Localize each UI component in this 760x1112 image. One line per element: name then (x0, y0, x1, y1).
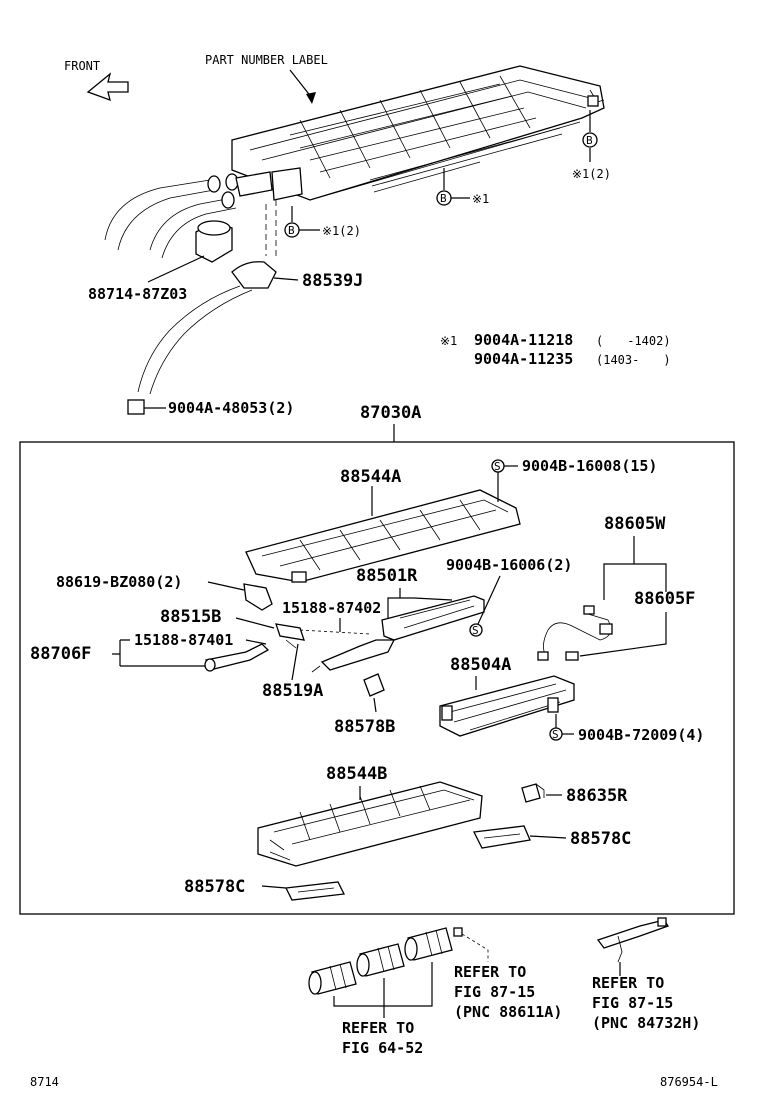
leader-88539j (273, 277, 299, 281)
hose-88706f (204, 643, 270, 672)
label-88519a: 88519A (262, 681, 323, 701)
svg-text:S: S (552, 728, 559, 741)
svg-text:S: S (494, 460, 501, 473)
refer-bottom-line2: FIG 64-52 (342, 1039, 423, 1057)
note-x1-2-right: ※1(2) (572, 167, 611, 181)
label-9004b-16008: 9004B-16008(15) (522, 457, 657, 475)
b-marker-left: B (284, 206, 320, 238)
refer-left-line3: (PNC 88611A) (454, 1003, 562, 1021)
pad-88578c-left (285, 881, 345, 901)
label-88605f: 88605F (634, 589, 695, 609)
label-88605w: 88605W (604, 514, 666, 534)
note-ref-mark: ※1 (440, 334, 457, 348)
connector-88515b (275, 623, 305, 649)
drain-hose-88539j (127, 200, 277, 415)
leader-88501r-b (413, 597, 453, 601)
refer-right-line1: REFER TO (592, 974, 664, 992)
clip-88635r (521, 783, 545, 803)
label-88578c-left: 88578C (184, 877, 245, 897)
note-x1-middle: ※1 (472, 192, 489, 206)
assembly-frame (19, 441, 735, 915)
upper-unit-housing (231, 65, 605, 201)
s-marker-16006: S (469, 575, 501, 637)
leader-15188-87401 (245, 639, 267, 645)
small-clip (453, 927, 489, 962)
svg-text:B: B (586, 134, 593, 147)
svg-text:S: S (472, 624, 479, 637)
note-line1-part: 9004A-11218 (474, 331, 573, 349)
leader-88714 (147, 255, 205, 283)
upper-hoses (104, 167, 303, 259)
leader-vent-knobs (333, 962, 433, 1018)
label-88714-87z03: 88714-87Z03 (88, 285, 187, 303)
leader-88619 (207, 581, 245, 591)
s-marker-72009: S (549, 714, 574, 741)
pad-88578c-right (473, 825, 531, 849)
refer-left-line1: REFER TO (454, 963, 526, 981)
label-9004b-16006: 9004B-16006(2) (446, 556, 572, 574)
leader-88605w (603, 536, 667, 600)
label-88619-bz080: 88619-BZ080(2) (56, 573, 182, 591)
note-line2-range: (1403- ) (596, 353, 671, 367)
label-88706f: 88706F (30, 644, 91, 664)
refer-right-line2: FIG 87-15 (592, 994, 673, 1012)
label-88515b: 88515B (160, 607, 221, 627)
refer-right-line3: (PNC 84732H) (592, 1014, 700, 1032)
label-88544b: 88544B (326, 764, 387, 784)
svg-text:B: B (288, 224, 295, 237)
part-number-label-text: PART NUMBER LABEL (205, 53, 328, 67)
label-15188-87401: 15188-87401 (134, 631, 233, 649)
label-88504a: 88504A (450, 655, 511, 675)
front-label: FRONT (64, 59, 100, 73)
leader-88501r (387, 588, 414, 626)
note-line2-part: 9004A-11235 (474, 350, 573, 368)
pad-88578b (363, 673, 385, 697)
svg-text:B: B (440, 192, 447, 205)
leader-88578b (373, 697, 377, 713)
b-marker-right: B (582, 110, 598, 162)
label-88539j: 88539J (302, 271, 363, 291)
label-88578b: 88578B (334, 717, 395, 737)
leader-88578c-left (261, 885, 287, 889)
refer-left-line2: FIG 87-15 (454, 983, 535, 1001)
label-88544a: 88544A (340, 467, 401, 487)
wire-harness (537, 605, 613, 661)
b-marker-middle: B (436, 168, 470, 206)
s-marker-16008: S (491, 459, 518, 502)
upper-case-88544a (245, 489, 521, 583)
footer-left-code: 8714 (30, 1075, 59, 1089)
leader-88605f (579, 612, 667, 657)
label-9004b-72009: 9004B-72009(4) (578, 726, 704, 744)
note-x1-2-left: ※1(2) (322, 224, 361, 238)
label-15188-87402: 15188-87402 (282, 599, 381, 617)
note-line1-range: ( -1402) (596, 334, 671, 348)
footer-right-code: 876954-L (660, 1075, 718, 1089)
lower-case-88544b (257, 781, 483, 867)
label-88635r: 88635R (566, 786, 628, 806)
clip-88619 (243, 583, 273, 611)
leader-88515b (235, 617, 275, 629)
leader-15188-87402 (299, 629, 371, 635)
light-bracket (596, 917, 670, 963)
refer-bottom-line1: REFER TO (342, 1019, 414, 1037)
blower-88504a (439, 675, 575, 737)
leader-88519a (291, 643, 299, 681)
grommet-88714 (195, 220, 233, 263)
label-9004a-48053: 9004A-48053(2) (168, 399, 294, 417)
label-88501r: 88501R (356, 566, 418, 586)
vent-knobs (308, 927, 453, 995)
label-87030a: 87030A (360, 403, 421, 423)
leader-88706f (112, 639, 208, 667)
label-88578c-right: 88578C (570, 829, 631, 849)
front-arrow-icon (86, 72, 129, 102)
part-number-label-arrow-icon (289, 69, 316, 104)
leader-88578c-right (529, 835, 567, 839)
